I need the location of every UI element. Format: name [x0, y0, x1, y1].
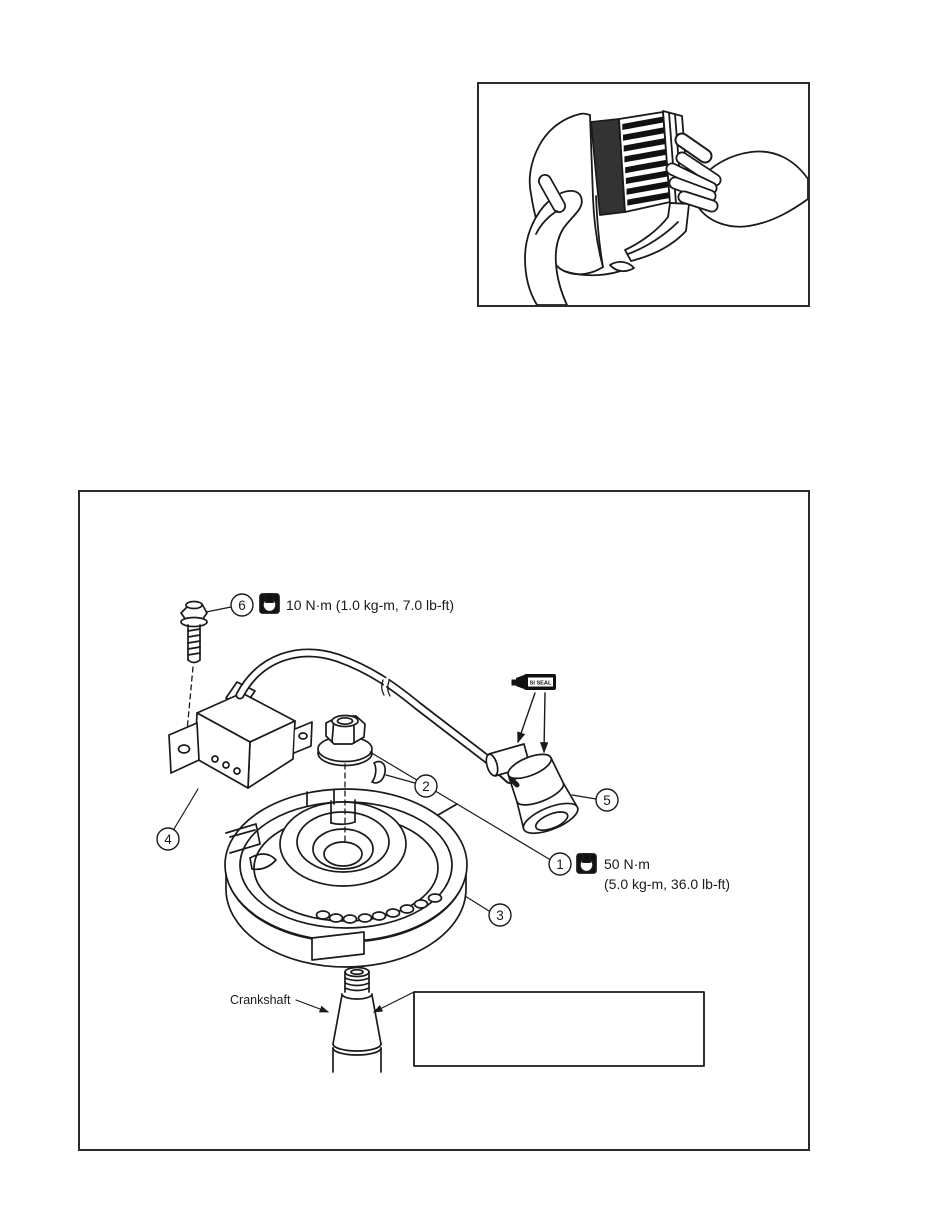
bolt-torque-spec: 10 N·m (1.0 kg-m, 7.0 lb-ft): [286, 597, 454, 613]
callout-6: 6: [238, 598, 246, 613]
book-figure-frame: [477, 82, 810, 307]
ignition-coil: [168, 681, 313, 789]
callout-4: 4: [164, 832, 172, 847]
callout-1-circle: [548, 852, 572, 876]
left-hand: [524, 174, 583, 305]
diagram-text: 6 1 2 3 4 5 10 N·m (1.0 kg-m, 7.0 lb-ft)…: [164, 597, 730, 1007]
callout-1: 1: [556, 857, 564, 872]
callout-5-circle: [595, 788, 619, 812]
nut-torque-spec-line2: (5.0 kg-m, 36.0 lb-ft): [604, 876, 730, 892]
callout-4-circle: [156, 827, 180, 851]
sealant-icon: [511, 674, 556, 754]
callout-box: [372, 991, 705, 1067]
flywheel: [224, 788, 468, 968]
coil-mounting-bolt: [180, 600, 208, 743]
torque-wrench-icon: [576, 853, 597, 874]
manual-book-illustration: [524, 110, 808, 305]
flywheel-holes: [315, 893, 443, 924]
parts-diagram-frame: 6 1 2 3 4 5 10 N·m (1.0 kg-m, 7.0 lb-ft)…: [78, 490, 810, 1151]
crankshaft-label: Crankshaft: [230, 993, 291, 1007]
nut-torque-spec-line1: 50 N·m: [604, 856, 650, 872]
woodruff-key: [371, 760, 386, 784]
crankshaft: [332, 966, 382, 1073]
leader-lines: [173, 606, 597, 1013]
thumb-index-page: [590, 111, 671, 267]
right-hand: [665, 132, 808, 228]
callout-3-circle: [488, 903, 512, 927]
torque-wrench-icon: [259, 593, 280, 614]
callout-circles: [156, 593, 619, 927]
callout-2-circle: [414, 774, 438, 798]
callout-6-circle: [230, 593, 254, 617]
spark-plug-cap: [485, 743, 579, 835]
callout-3: 3: [496, 908, 504, 923]
thumb-tabs: [622, 116, 670, 206]
exploded-parts-diagram: 6 1 2 3 4 5 10 N·m (1.0 kg-m, 7.0 lb-ft)…: [156, 593, 730, 1073]
flywheel-nut: [317, 714, 373, 845]
sealant-label: SI SEAL: [530, 681, 552, 687]
callout-2: 2: [422, 779, 430, 794]
callout-5: 5: [603, 793, 611, 808]
